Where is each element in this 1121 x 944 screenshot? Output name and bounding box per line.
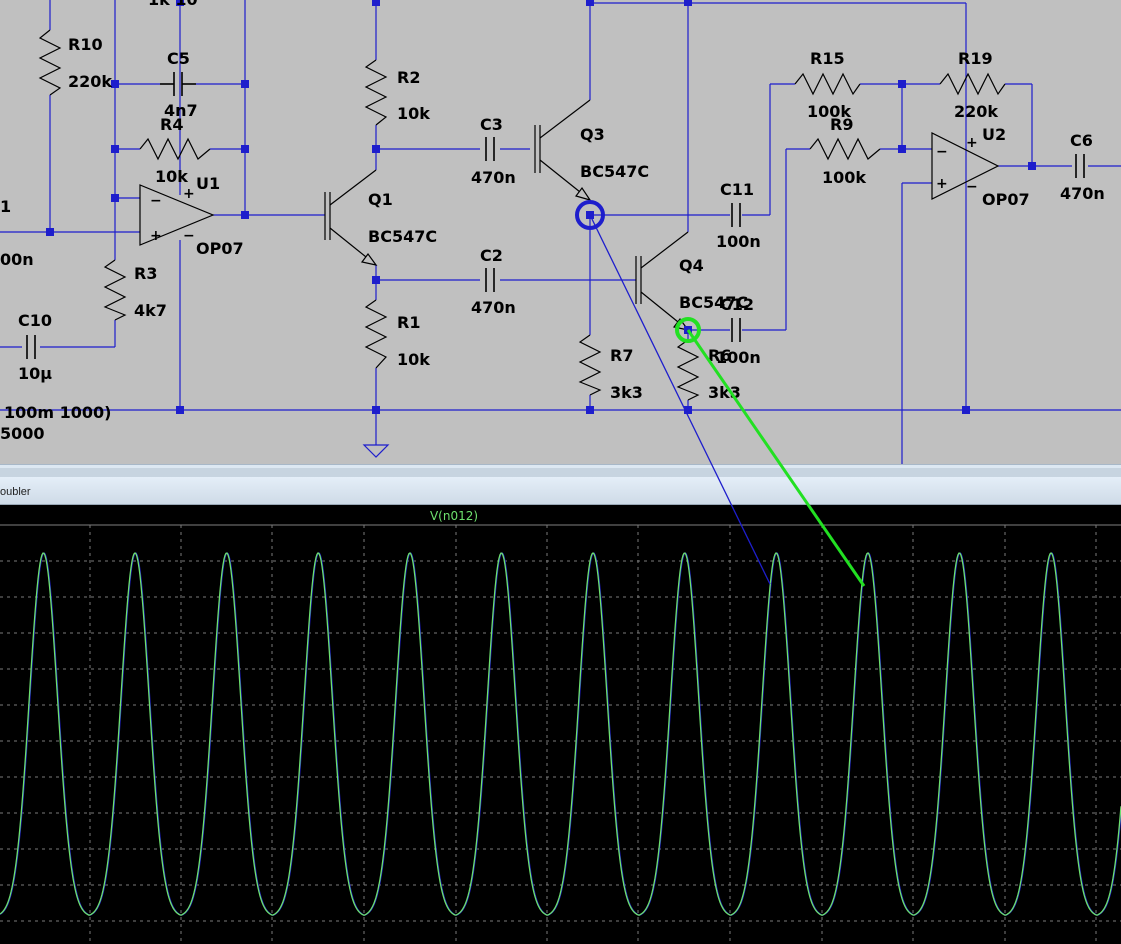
r6-value: 3k3	[708, 383, 741, 402]
r10-name: R10	[68, 35, 103, 54]
r1-value: 10k	[397, 350, 430, 369]
left-partial-2: 00n	[0, 250, 34, 269]
c11-value: 100n	[716, 232, 761, 251]
r3-value: 4k7	[134, 301, 167, 320]
r2-value: 10k	[397, 104, 430, 123]
sim-cmd-1: 100m 1000)	[4, 403, 111, 422]
r3-name: R3	[134, 264, 157, 283]
c12-name: C12	[720, 295, 754, 314]
r19-name: R19	[958, 49, 993, 68]
r7-value: 3k3	[610, 383, 643, 402]
svg-text:+: +	[936, 176, 948, 192]
c3-name: C3	[480, 115, 503, 134]
waveform-plot[interactable]: V(n012)	[0, 505, 1121, 944]
top-left-partial: 1k 10	[148, 0, 198, 9]
c3-value: 470n	[471, 168, 516, 187]
c6-name: C6	[1070, 131, 1093, 150]
plot-window-titlebar[interactable]: oubler	[0, 477, 1121, 505]
left-partial-1: 1	[0, 197, 11, 216]
u2-model: OP07	[982, 190, 1030, 209]
c5-name: C5	[167, 49, 190, 68]
r10-value: 220k	[68, 72, 112, 91]
c5-value: 4n7	[164, 101, 198, 120]
r7-name: R7	[610, 346, 633, 365]
r6-name: R6	[708, 346, 731, 365]
opamps	[139, 132, 1000, 246]
u1-model: OP07	[196, 239, 244, 258]
svg-text:−: −	[936, 144, 948, 160]
c10-value: 10µ	[18, 364, 52, 383]
svg-text:+: +	[183, 186, 195, 202]
r15-value: 100k	[807, 102, 851, 121]
r9-value: 100k	[822, 168, 866, 187]
svg-text:−: −	[966, 179, 978, 195]
sim-cmd-2: 5000	[0, 424, 45, 443]
r19-value: 220k	[954, 102, 998, 121]
r4-name: R4	[160, 115, 183, 134]
q3-model: BC547C	[580, 162, 649, 181]
c10-name: C10	[18, 311, 52, 330]
wires	[0, 0, 1121, 465]
r2-name: R2	[397, 68, 420, 87]
r4-value: 10k	[155, 167, 188, 186]
r15-name: R15	[810, 49, 845, 68]
svg-text:+: +	[966, 135, 978, 151]
q3-name: Q3	[580, 125, 605, 144]
r9-name: R9	[830, 115, 853, 134]
trace-green	[0, 552, 1121, 917]
ground-symbol	[362, 444, 390, 458]
q4-name: Q4	[679, 256, 704, 275]
q1-name: Q1	[368, 190, 393, 209]
svg-text:+: +	[150, 228, 162, 244]
plot-grid	[0, 525, 1121, 944]
r1-name: R1	[397, 313, 420, 332]
u2-name: U2	[982, 125, 1006, 144]
svg-text:−: −	[183, 228, 195, 244]
plot-window-title: oubler	[0, 486, 31, 498]
splitter-shadow	[0, 468, 1121, 477]
c2-name: C2	[480, 246, 503, 265]
svg-text:−: −	[150, 193, 162, 209]
q1-model: BC547C	[368, 227, 437, 246]
c2-value: 470n	[471, 298, 516, 317]
schematic-canvas[interactable]: − + + − − + + −	[0, 0, 1121, 477]
trace-label[interactable]: V(n012)	[430, 509, 478, 523]
u1-name: U1	[196, 174, 220, 193]
c11-name: C11	[720, 180, 754, 199]
c6-value: 470n	[1060, 184, 1105, 203]
